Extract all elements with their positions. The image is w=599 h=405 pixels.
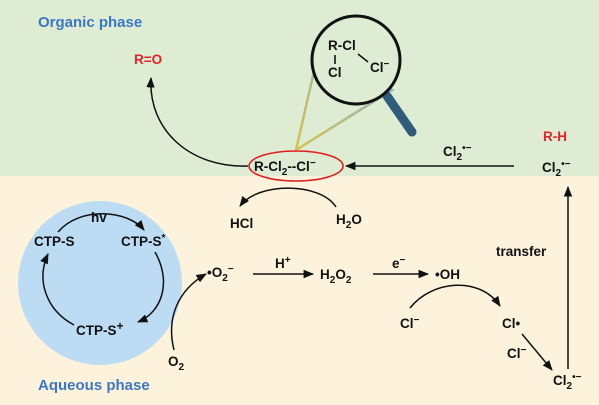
arrow-radical-to-cl2 [521,333,553,371]
water: H2O [336,212,362,231]
hydrochloric-acid: HCl [230,216,253,231]
arrow-hydrolysis [239,187,337,208]
oxygen: O2 [168,354,185,373]
ctp-s-excited-state: CTP-S* [121,233,166,249]
product-ketone: R=O [134,52,162,67]
ctp-s-oxidized-state: CTP-S+ [76,319,124,338]
superoxide: •O2− [207,264,234,284]
substrate-r-h: R-H [543,129,567,144]
arrow-chloride-to-radical [409,284,501,309]
magnifier-cl-left: Cl [328,65,342,80]
arrow-electron-transfer [137,251,165,323]
arrow-o2-reduction [170,273,207,351]
hydrogen-peroxide: H2O2 [320,267,352,286]
magnifier-cl-right: Cl− [370,59,390,75]
proton: H+ [275,255,291,271]
magnifier-r-cl: R-Cl [328,38,356,53]
chlorine-radical: Cl• [502,316,521,331]
chloride-ion-1: Cl− [400,315,420,331]
arrow-excitation [57,213,145,233]
magnifier-lens [310,14,402,106]
arrow-complex-to-product [146,76,249,167]
aqueous-phase-label: Aqueous phase [38,377,150,394]
complex-highlight [248,150,344,182]
chloride-ion-2: Cl− [507,345,527,361]
photocatalyst-region [18,201,182,365]
ctp-s-ground-state: CTP-S [34,234,75,249]
organic-phase-label: Organic phase [38,14,142,31]
magnifier-handle [382,91,417,137]
cl2-radical-anion-aqueous: Cl2•− [553,372,582,392]
cl2-radical-anion-organic: Cl2•− [542,159,571,179]
arrow-regeneration [40,253,75,326]
light-hv: hv [91,210,107,225]
cl2-radical-anion-arrow-label: Cl2•− [443,143,472,163]
hydroxyl-radical: •OH [435,267,460,282]
transfer-label: transfer [496,244,547,259]
complex-label: R-Cl2--Cl− [254,158,316,178]
magnifier-bond-diagonal [357,53,369,63]
electron: e− [392,255,406,271]
